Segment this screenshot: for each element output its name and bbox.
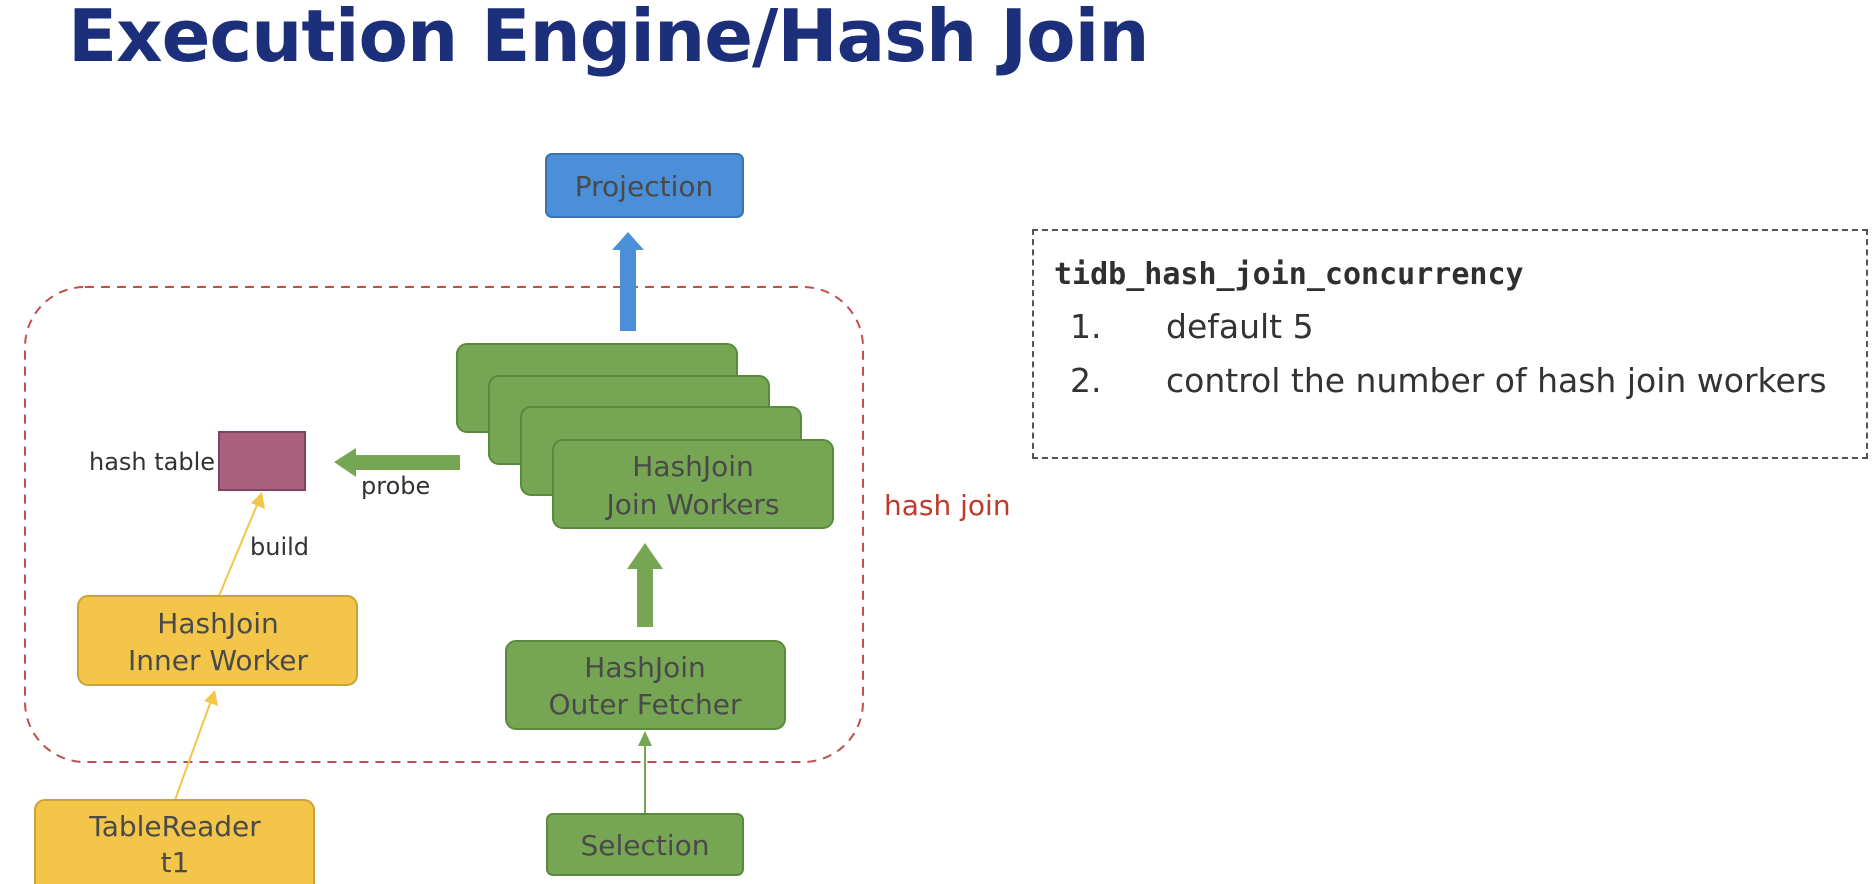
- fetch-arrow-shaft: [637, 567, 653, 627]
- hash-join-label: hash join: [884, 489, 1011, 522]
- selection-arrow-head: [638, 731, 652, 746]
- reader-arrow-head: [204, 690, 218, 706]
- join-workers-label-line1: HashJoin: [632, 450, 753, 483]
- parameter-name: tidb_hash_join_concurrency: [1054, 257, 1524, 292]
- probe-arrow-shaft: [352, 455, 460, 470]
- parameter-box: tidb_hash_join_concurrency 1. default 5 2…: [1032, 229, 1868, 459]
- probe-label: probe: [361, 472, 430, 500]
- page-title: Execution Engine/Hash Join: [68, 0, 1150, 78]
- blue-arrow-shaft: [620, 246, 636, 331]
- table-reader-label-line1: TableReader: [88, 810, 261, 843]
- reader-arrow-line: [174, 697, 213, 801]
- inner-worker-label-line2: Inner Worker: [128, 644, 309, 677]
- join-workers-node: [552, 439, 834, 529]
- inner-worker-label-line1: HashJoin: [157, 607, 278, 640]
- fetch-arrow-head: [627, 543, 663, 569]
- hash-table-node: [218, 431, 306, 491]
- selection-node: [546, 813, 744, 876]
- selection-label: Selection: [580, 829, 709, 862]
- parameter-item-text: control the number of hash join workers: [1166, 361, 1827, 400]
- table-reader-label-line2: t1: [161, 846, 190, 879]
- parameter-item-number: 2.: [1070, 361, 1102, 400]
- build-label: build: [250, 533, 309, 561]
- outer-fetcher-node: [505, 640, 786, 730]
- parameter-item-number: 1.: [1070, 307, 1102, 346]
- build-arrow-line: [218, 499, 260, 597]
- inner-worker-node: [77, 595, 358, 686]
- projection-node: [545, 153, 744, 218]
- parameter-item: 1. default 5: [1070, 307, 1314, 346]
- projection-label: Projection: [575, 170, 713, 203]
- outer-fetcher-label-line2: Outer Fetcher: [548, 688, 742, 721]
- hash-table-label: hash table: [89, 448, 215, 476]
- probe-arrow-head: [334, 448, 356, 477]
- join-workers-label-line2: Join Workers: [604, 488, 779, 521]
- blue-arrow-head: [612, 232, 644, 250]
- table-reader-node: [34, 799, 315, 884]
- outer-fetcher-label-line1: HashJoin: [584, 651, 705, 684]
- hash-join-region: [24, 286, 864, 763]
- parameter-item-text: default 5: [1166, 307, 1314, 346]
- parameter-item: 2. control the number of hash join worker…: [1070, 361, 1827, 400]
- build-arrow-head: [251, 492, 265, 509]
